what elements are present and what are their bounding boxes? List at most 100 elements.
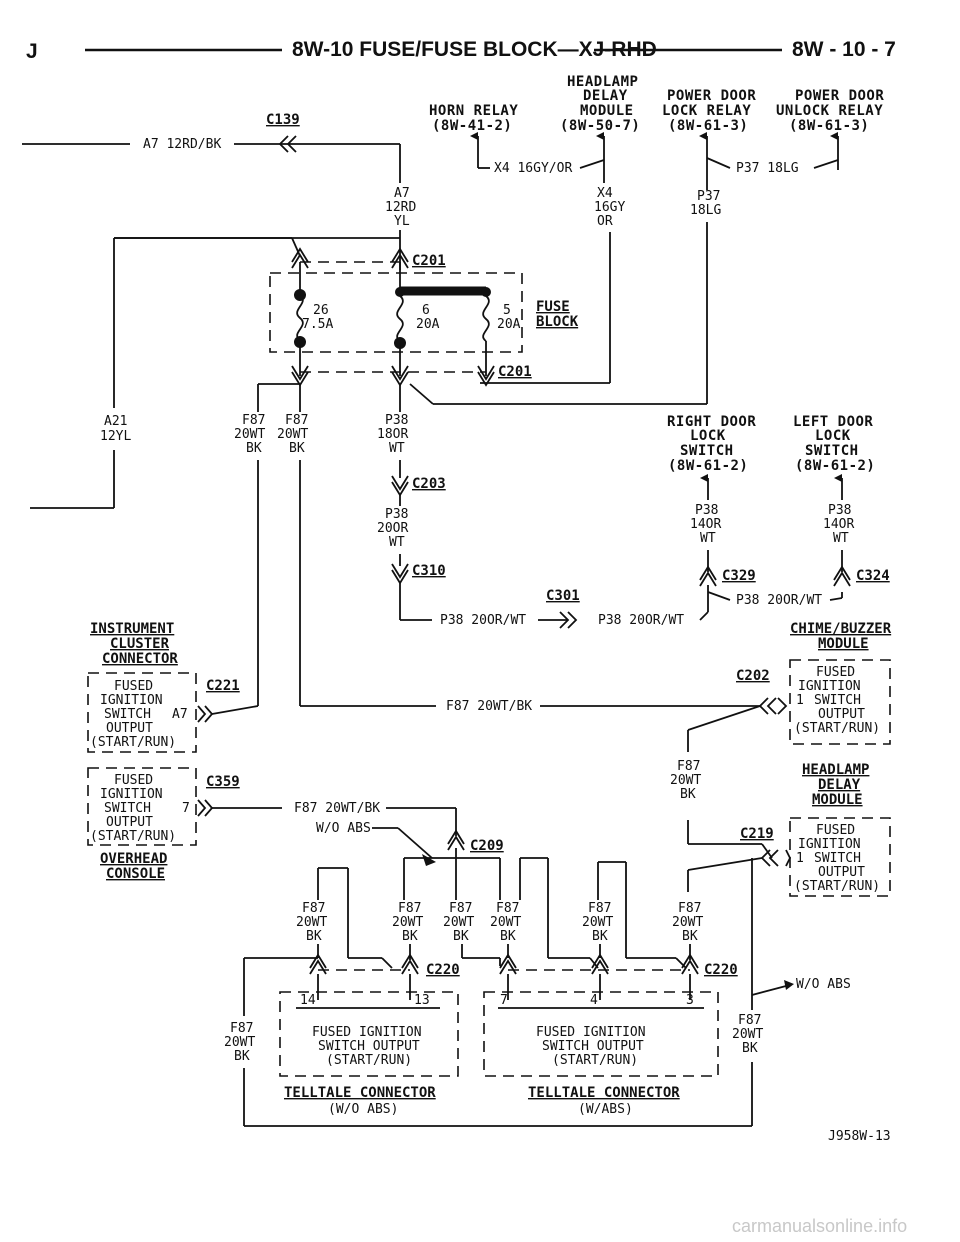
svg-text:(START/RUN): (START/RUN)	[90, 735, 176, 750]
telltale-connector-right-label: TELLTALE CONNECTOR (W/ABS)	[528, 1085, 680, 1117]
svg-text:(START/RUN): (START/RUN)	[326, 1053, 412, 1068]
connector-c139: C139	[266, 112, 300, 128]
fuse-block-label-line2: BLOCK	[536, 314, 579, 330]
svg-text:TELLTALE CONNECTOR: TELLTALE CONNECTOR	[284, 1085, 436, 1101]
svg-text:14OR: 14OR	[690, 517, 721, 532]
svg-text:SWITCH: SWITCH	[814, 851, 861, 866]
svg-text:INSTRUMENT: INSTRUMENT	[90, 621, 174, 637]
tt-right-pin-3: 3	[686, 993, 694, 1008]
console-pin-7: 7	[182, 801, 190, 816]
wire-f87-to-chime: F87 20WT/BK	[300, 697, 777, 715]
fuse-block: C201 26 7.5A 6 20A 5 20A FUSE BLOCK C201	[269, 247, 579, 387]
svg-text:MODULE: MODULE	[818, 636, 869, 652]
svg-text:OUTPUT: OUTPUT	[106, 721, 153, 736]
svg-text:(START/RUN): (START/RUN)	[794, 721, 880, 736]
wire-p37-between-relays: P37 18LG	[699, 132, 839, 190]
headlamp-delay-module-box: FUSED IGNITION SWITCH OUTPUT (START/RUN)…	[687, 817, 891, 897]
svg-text:LOCK: LOCK	[690, 428, 726, 444]
connector-c310: C310	[412, 563, 446, 579]
svg-text:FUSED: FUSED	[816, 823, 855, 838]
svg-text:F87: F87	[302, 901, 325, 916]
svg-text:LEFT DOOR: LEFT DOOR	[793, 414, 873, 430]
lower-f87-labels: F87 20WT BK F87 20WT BK F87 20WT BK F87 …	[296, 901, 703, 944]
connector-c201-bottom: C201	[498, 364, 532, 380]
svg-text:FUSED IGNITION: FUSED IGNITION	[312, 1025, 422, 1040]
svg-text:IGNITION: IGNITION	[100, 787, 163, 802]
figure-code: J958W-13	[828, 1129, 891, 1144]
svg-text:P38: P38	[385, 413, 408, 428]
connector-c329: C329	[722, 568, 756, 584]
svg-text:F87: F87	[398, 901, 421, 916]
svg-text:(START/RUN): (START/RUN)	[552, 1053, 638, 1068]
tt-left-pin-14: 14	[300, 993, 316, 1008]
fuse-26-rating: 7.5A	[302, 317, 333, 332]
wire-x4-label: X4 16GY OR	[594, 186, 625, 229]
svg-text:SWITCH: SWITCH	[104, 801, 151, 816]
svg-text:(8W-50-7): (8W-50-7)	[560, 118, 640, 134]
svg-text:F87 20WT/BK: F87 20WT/BK	[294, 801, 380, 816]
fuse-block-label-line1: FUSE	[536, 299, 570, 315]
svg-text:18LG: 18LG	[690, 203, 721, 218]
svg-text:12RD: 12RD	[385, 200, 416, 215]
fuse-26-number: 26	[313, 303, 329, 318]
svg-text:F87 20WT/BK: F87 20WT/BK	[446, 699, 532, 714]
svg-text:BK: BK	[289, 441, 305, 456]
svg-text:(W/ABS): (W/ABS)	[578, 1102, 633, 1117]
svg-text:UNLOCK RELAY: UNLOCK RELAY	[776, 103, 883, 119]
telltale-connector-left-label: TELLTALE CONNECTOR (W/O ABS)	[284, 1085, 436, 1117]
svg-text:20OR: 20OR	[377, 521, 408, 536]
svg-text:(8W-61-2): (8W-61-2)	[668, 458, 748, 474]
svg-text:CLUSTER: CLUSTER	[110, 636, 170, 652]
svg-text:IGNITION: IGNITION	[100, 693, 163, 708]
svg-text:(START/RUN): (START/RUN)	[794, 879, 880, 894]
overhead-console-box: FUSED IGNITION SWITCH OUTPUT (START/RUN)…	[87, 767, 457, 846]
svg-text:A7: A7	[394, 186, 410, 201]
horn-relay-label: HORN RELAY (8W-41-2)	[429, 103, 518, 134]
svg-text:WT: WT	[700, 531, 716, 546]
svg-text:P38: P38	[828, 503, 851, 518]
svg-text:P37: P37	[697, 189, 720, 204]
svg-text:CHIME/BUZZER: CHIME/BUZZER	[790, 621, 892, 637]
chime-pin-1: 1	[796, 693, 804, 708]
svg-text:F87: F87	[285, 413, 308, 428]
svg-text:OVERHEAD: OVERHEAD	[100, 851, 167, 867]
svg-text:18OR: 18OR	[377, 427, 408, 442]
svg-text:WT: WT	[389, 535, 405, 550]
svg-text:P38 20OR/WT: P38 20OR/WT	[440, 613, 526, 628]
fuse-6-rating: 20A	[416, 317, 440, 332]
svg-text:BK: BK	[592, 929, 608, 944]
watermark: carmanualsonline.info	[732, 1216, 907, 1236]
svg-text:(START/RUN): (START/RUN)	[90, 829, 176, 844]
wire-p38-left-door: P38 14OR WT C324	[823, 474, 890, 601]
headlamp-delay-module-right-label: HEADLAMP DELAY MODULE	[802, 762, 869, 808]
svg-text:WT: WT	[833, 531, 849, 546]
svg-text:POWER DOOR: POWER DOOR	[667, 88, 756, 104]
svg-text:F87: F87	[588, 901, 611, 916]
svg-text:W/O ABS: W/O ABS	[316, 821, 371, 836]
svg-text:20WT: 20WT	[732, 1027, 763, 1042]
svg-text:P38: P38	[695, 503, 718, 518]
svg-text:F87: F87	[230, 1021, 253, 1036]
svg-text:LOCK RELAY: LOCK RELAY	[662, 103, 751, 119]
telltale-connector-left-box: 14 13 FUSED IGNITION SWITCH OUTPUT (STAR…	[279, 974, 459, 1077]
svg-text:(8W-61-3): (8W-61-3)	[789, 118, 869, 134]
svg-text:X4 16GY/OR: X4 16GY/OR	[494, 161, 572, 176]
svg-text:FUSED: FUSED	[114, 773, 153, 788]
headlamp-delay-module-top-label: HEADLAMP DELAY MODULE (8W-50-7)	[560, 74, 640, 134]
svg-text:SWITCH: SWITCH	[104, 707, 151, 722]
wire-a7-label: A7 12RD YL	[385, 186, 416, 229]
svg-text:16GY: 16GY	[594, 200, 625, 215]
svg-text:FUSED: FUSED	[816, 665, 855, 680]
svg-text:TELLTALE CONNECTOR: TELLTALE CONNECTOR	[528, 1085, 680, 1101]
svg-text:OUTPUT: OUTPUT	[818, 865, 865, 880]
instrument-cluster-connector-label: INSTRUMENT CLUSTER CONNECTOR	[90, 621, 178, 667]
svg-text:F87: F87	[677, 759, 700, 774]
svg-text:CONSOLE: CONSOLE	[106, 866, 165, 882]
svg-text:BK: BK	[234, 1049, 250, 1064]
svg-text:BK: BK	[680, 787, 696, 802]
connector-c219: C219	[740, 826, 774, 842]
header-title: 8W-10 FUSE/FUSE BLOCK—XJ-RHD	[292, 38, 657, 61]
svg-text:20WT: 20WT	[672, 915, 703, 930]
svg-text:20WT: 20WT	[224, 1035, 255, 1050]
